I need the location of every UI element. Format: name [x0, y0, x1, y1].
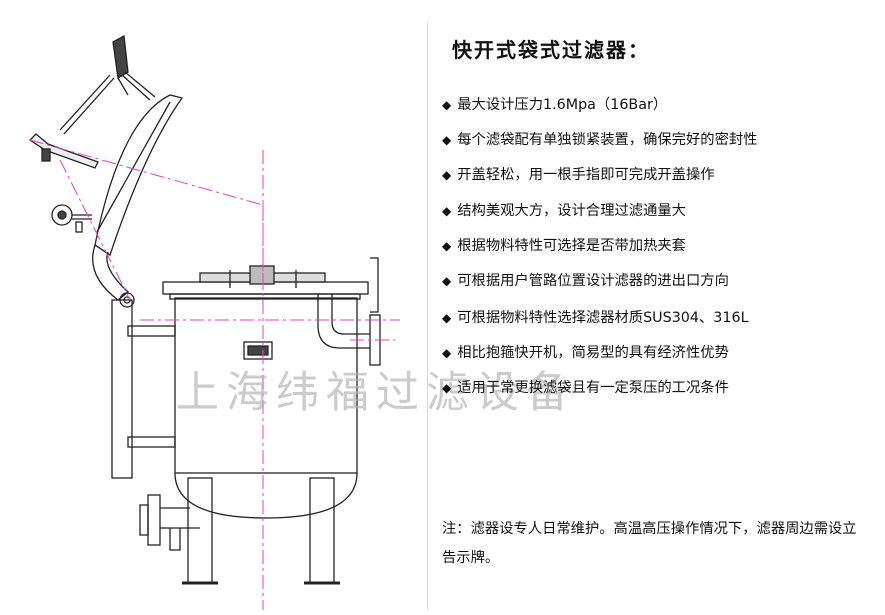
diamond-bullet-icon: ◆ [442, 204, 452, 218]
hinge-post [111, 299, 133, 479]
diamond-bullet-icon: ◆ [442, 168, 452, 182]
inlet-flange [147, 494, 161, 546]
nameplate-icon [243, 341, 273, 360]
diamond-bullet-icon: ◆ [442, 239, 452, 253]
locking-strut [28, 133, 99, 169]
column-divider [427, 22, 428, 610]
diamond-bullet-icon: ◆ [442, 133, 452, 147]
leg-left [187, 477, 213, 584]
product-title: 快开式袋式过滤器： [452, 38, 650, 62]
leg-right [309, 477, 335, 584]
maintenance-note: 注：滤器设专人日常维护。高温高压操作情况下，滤器周边需设立告示牌。 [442, 521, 857, 566]
feature-item: ◆开盖轻松，用一根手指即可完成开盖操作 [442, 167, 715, 183]
diamond-bullet-icon: ◆ [442, 381, 452, 395]
feature-item: ◆可根据物料特性选择滤器材质SUS304、316L [442, 310, 749, 326]
vessel-bottom-head [174, 472, 358, 519]
diamond-bullet-icon: ◆ [442, 98, 452, 112]
outlet-pipe [317, 294, 370, 349]
feature-item: ◆可根据用户管路位置设计滤器的进出口方向 [442, 273, 729, 289]
feature-item: ◆最大设计压力1.6Mpa（16Bar） [442, 97, 668, 113]
inlet-pipe [160, 507, 200, 529]
feature-item: ◆适用于常更换滤袋且有一定泵压的工况条件 [442, 380, 729, 396]
feature-item: ◆每个滤袋配有单独锁紧装置，确保完好的密封性 [442, 132, 758, 148]
bag-filter-technical-drawing [28, 34, 400, 610]
hinged-lid [94, 94, 184, 257]
pressure-gauge-icon [51, 204, 92, 233]
diamond-bullet-icon: ◆ [442, 346, 452, 360]
vessel-shell [174, 297, 358, 474]
feature-item: ◆结构美观大方，设计合理过滤通量大 [442, 203, 686, 219]
centerlines [29, 139, 400, 610]
feature-item: ◆相比抱箍快开机，简易型的具有经济性优势 [442, 345, 729, 361]
diamond-bullet-icon: ◆ [442, 311, 452, 325]
feature-item: ◆根据物料特性可选择是否带加热夹套 [442, 238, 686, 254]
quick-open-handle-icon [59, 34, 156, 135]
diamond-bullet-icon: ◆ [442, 274, 452, 288]
